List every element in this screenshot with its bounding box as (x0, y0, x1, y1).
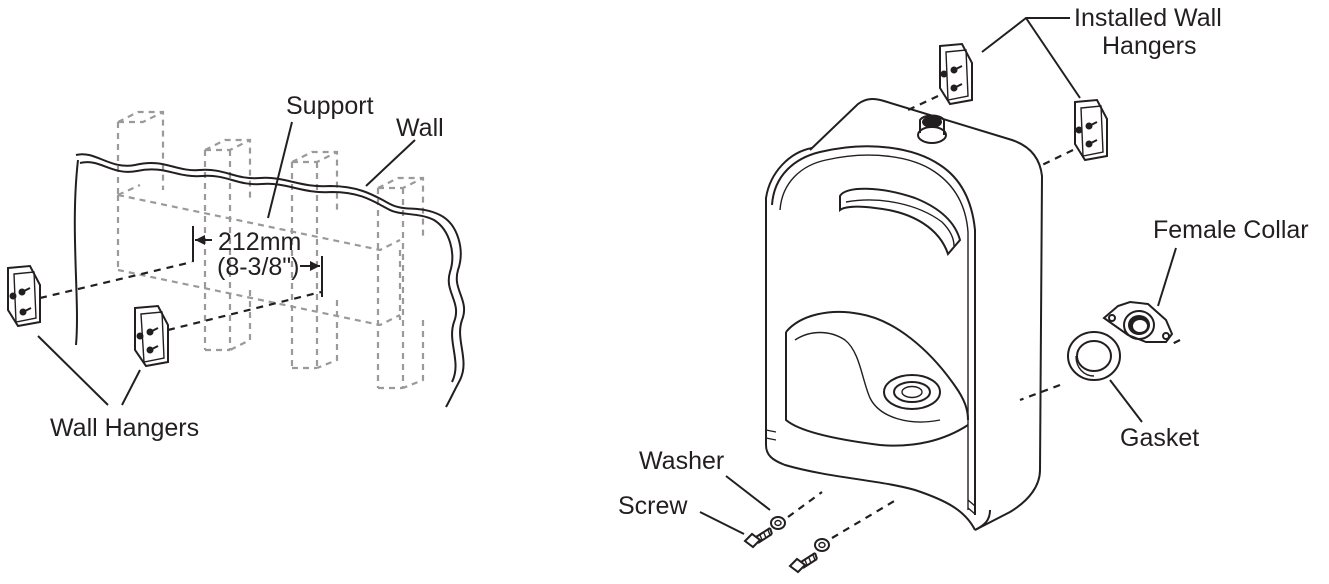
wall-hangers-leader-1 (37, 335, 109, 406)
support-leader (267, 121, 293, 219)
dimension-marker (192, 226, 323, 297)
washer-1 (770, 516, 786, 530)
installed-hanger-projection-2 (1039, 149, 1074, 167)
dimension-mm-label: 212mm (218, 228, 301, 256)
screw-1 (743, 527, 773, 549)
left-figure: 212mm (8-3/8") Support Wall (7, 92, 465, 442)
installed-hanger-projection-1 (907, 95, 939, 111)
screw-projection-line-2 (831, 499, 897, 539)
installed-hangers-label-line2: Hangers (1102, 32, 1197, 60)
hanger-projection-line-2 (167, 290, 322, 332)
installed-hangers-leader (981, 17, 1081, 99)
washer-leader (725, 475, 771, 511)
wall-hangers-label: Wall Hangers (50, 414, 199, 442)
wall-leader (365, 139, 416, 187)
fountain-body (765, 98, 1044, 531)
right-figure: Installed Wall Hangers Female Collar Gas… (618, 4, 1309, 574)
wall-hanger-2 (134, 304, 169, 368)
support-label: Support (286, 92, 374, 120)
screw-2 (788, 552, 818, 574)
female-collar (1102, 300, 1174, 343)
installed-wall-hanger-2 (1074, 98, 1108, 162)
female-collar-leader (1157, 247, 1177, 307)
wall-hanger-1 (7, 264, 41, 328)
installed-hangers-label-line1: Installed Wall (1074, 4, 1222, 32)
gasket-leader (1109, 379, 1143, 423)
gasket (1067, 331, 1121, 381)
wall-hangers-leader-2 (121, 369, 141, 406)
female-collar-label: Female Collar (1153, 216, 1309, 244)
collar-projection-line-rear (1171, 339, 1181, 345)
wall-panel (73, 153, 465, 408)
screw-label: Screw (618, 492, 688, 520)
washer-label: Washer (639, 447, 724, 475)
wall-label: Wall (396, 114, 444, 142)
dimension-in-label: (8-3/8") (217, 253, 300, 281)
screw-leader (699, 511, 745, 535)
washer-2 (814, 538, 830, 552)
gasket-label: Gasket (1120, 424, 1199, 452)
screw-projection-line-1 (787, 491, 823, 518)
support-board (116, 183, 402, 327)
hanger-projection-line-1 (39, 260, 193, 300)
wall-studs (116, 110, 425, 390)
installed-wall-hanger-1 (939, 42, 973, 106)
